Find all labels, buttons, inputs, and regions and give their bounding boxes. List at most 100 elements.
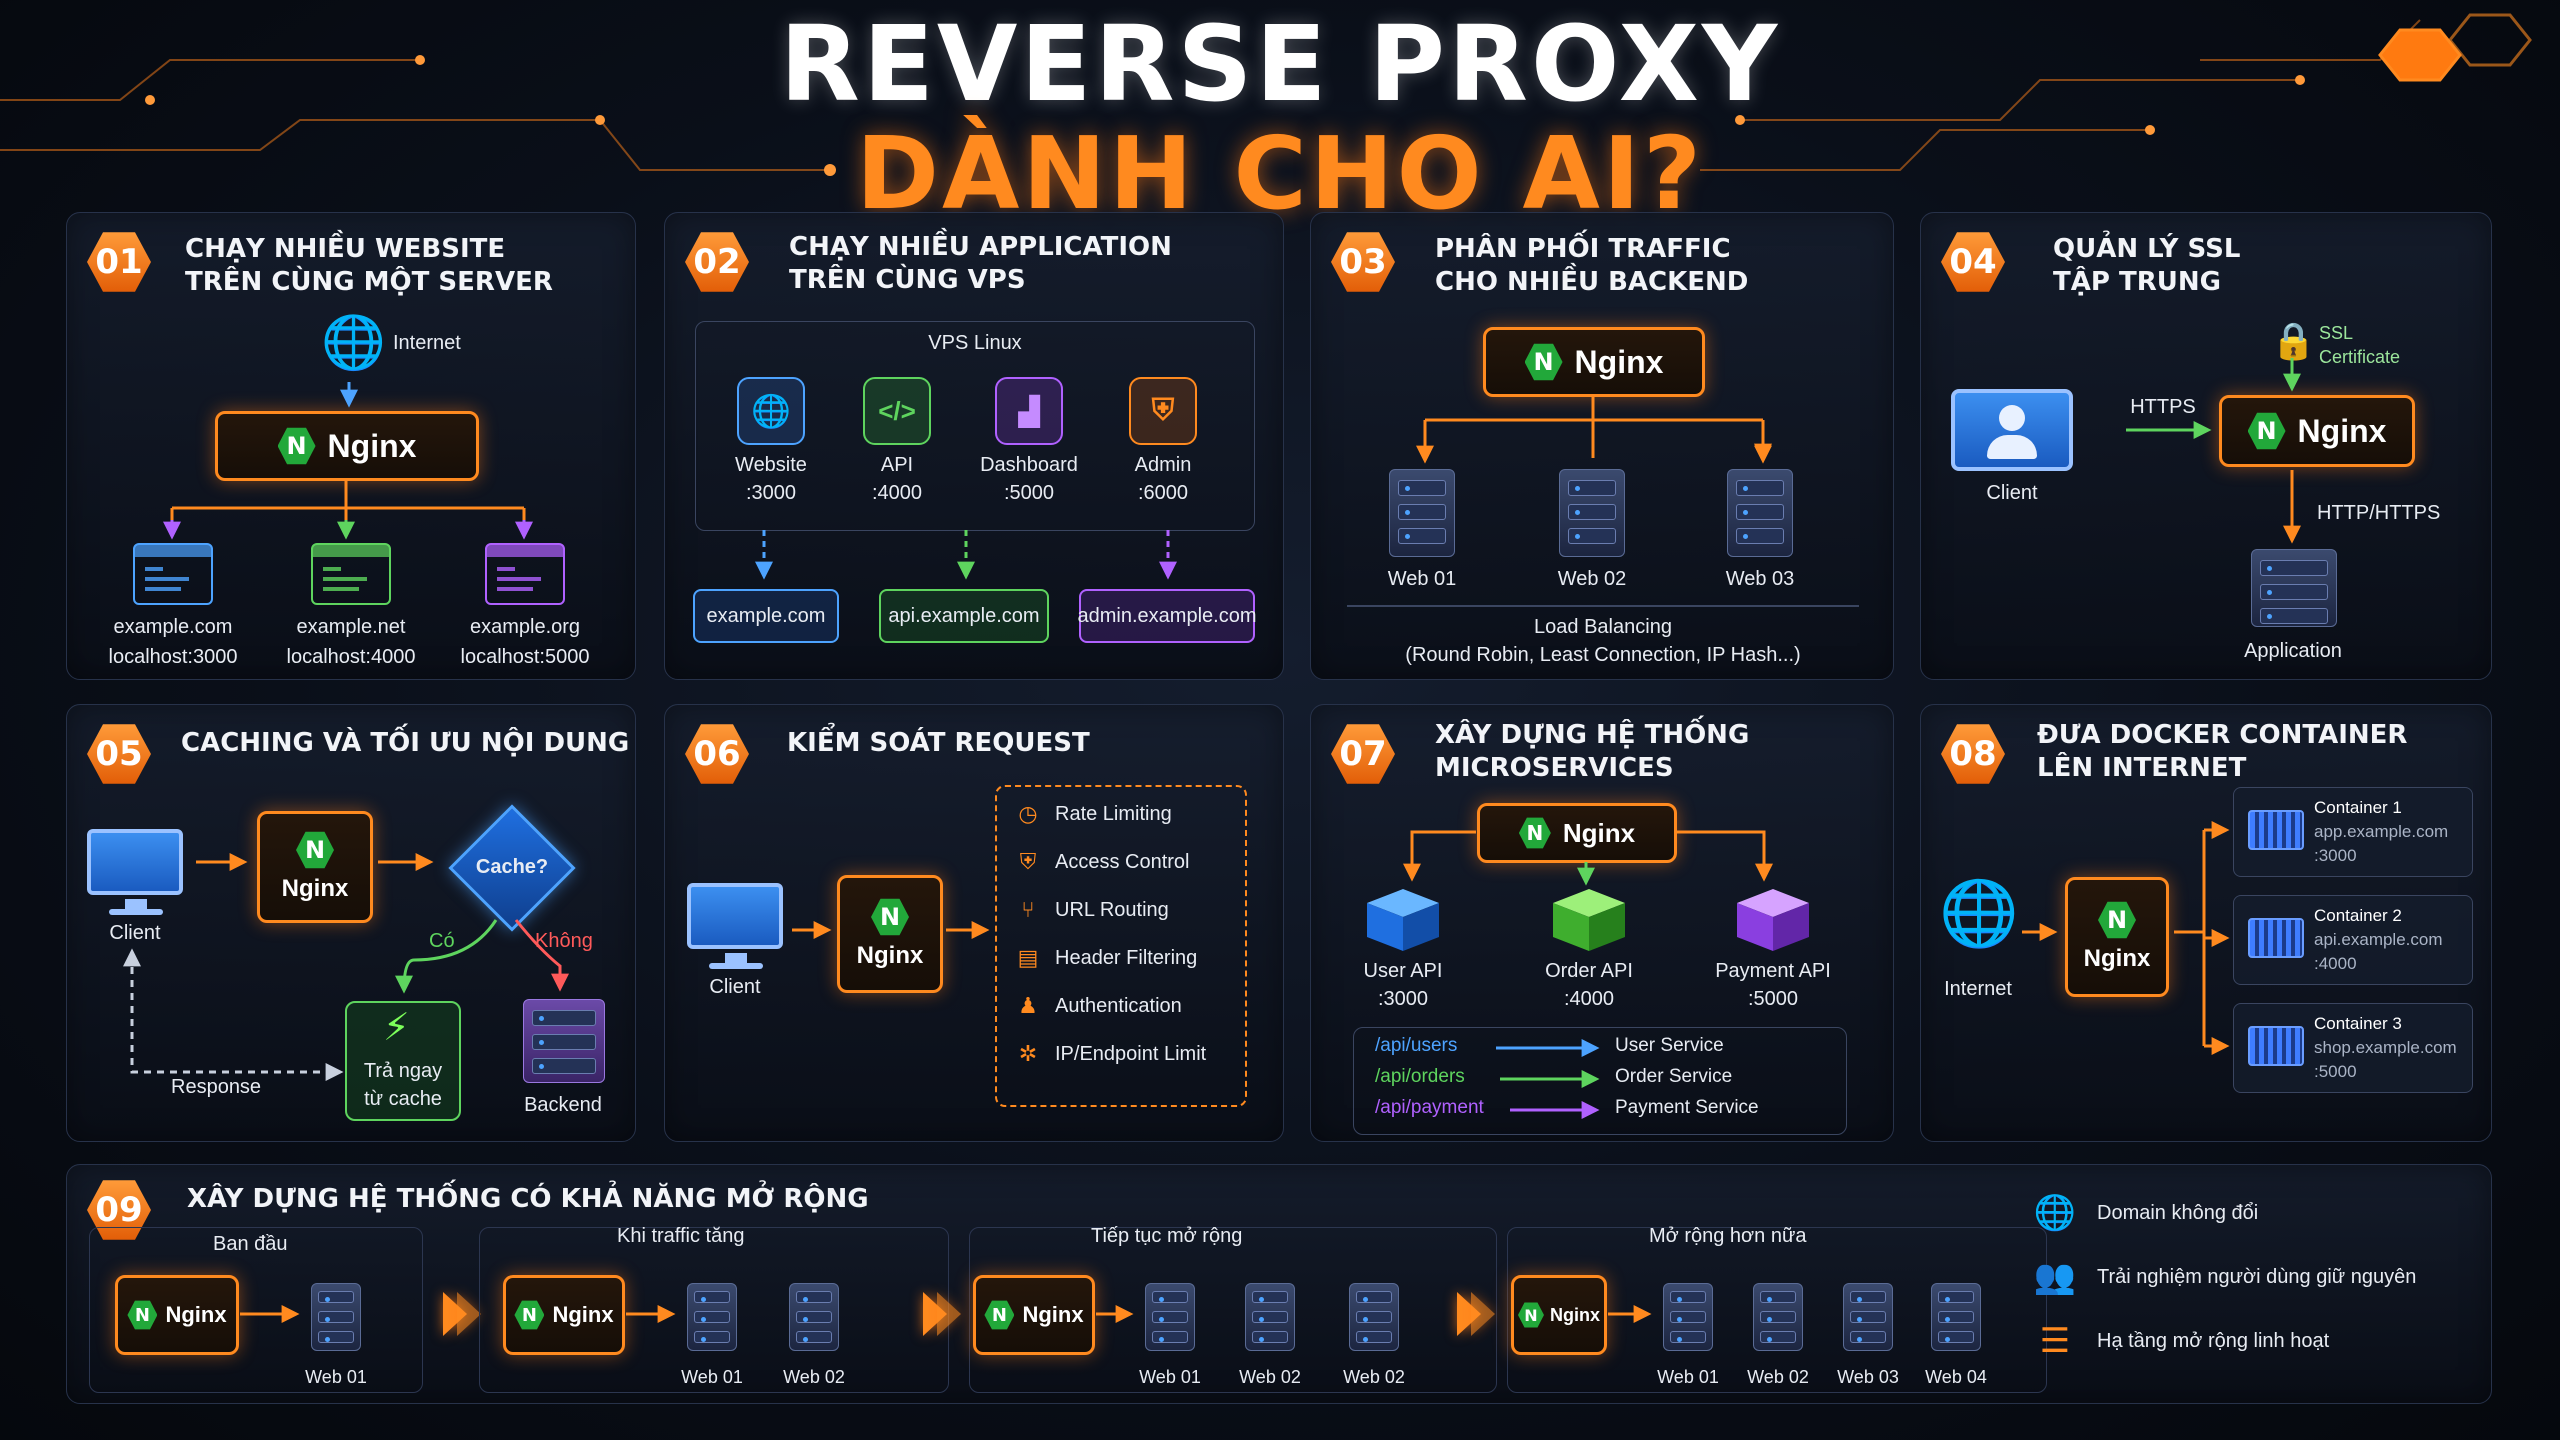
nginx-logo-icon: N <box>514 1300 545 1330</box>
panel-number: 06 <box>685 724 749 784</box>
panel-number: 02 <box>685 232 749 292</box>
server-icon <box>1843 1283 1893 1351</box>
nginx-label: Nginx <box>165 1302 227 1327</box>
client-label: Client <box>709 976 761 998</box>
application-label: Application <box>2244 640 2342 662</box>
admin-shield-icon: ⛨ <box>1129 377 1197 445</box>
client-monitor-icon <box>687 883 783 969</box>
nginx-logo-icon: N <box>984 1300 1015 1330</box>
https-label: HTTPS <box>2130 396 2196 418</box>
server-label: Web 01 <box>1387 568 1457 590</box>
app-port: :5000 <box>1003 482 1055 504</box>
vps-box <box>695 321 1255 531</box>
panel-08: 08 ĐƯA DOCKER CONTAINER LÊN INTERNET 🌐 I… <box>1920 704 2492 1142</box>
network-icon: ✲ <box>1018 1041 1038 1066</box>
nginx-logo-icon: N <box>871 898 909 936</box>
ssl-certificate-label: SSL Certificate <box>2319 323 2401 367</box>
app-name: Website <box>735 454 807 476</box>
server-icon <box>1245 1283 1295 1351</box>
container-icon <box>2248 1026 2304 1066</box>
title-line-2: DÀNH CHO AI? <box>855 115 1705 232</box>
server-label: Web 02 <box>1239 1367 1301 1387</box>
divider <box>1347 605 1859 607</box>
server-label: Web 03 <box>1837 1367 1899 1387</box>
cache-decision-label: Cache? <box>475 856 549 878</box>
container-icon <box>2248 918 2304 958</box>
lightning-icon: ⚡ <box>383 1007 410 1049</box>
nginx-label: Nginx <box>1562 817 1636 848</box>
panel-title: QUẢN LÝ SSL TẬP TRUNG <box>2053 234 2241 297</box>
routing-icon: ⑂ <box>1021 897 1035 922</box>
server-icon <box>1931 1283 1981 1351</box>
panel-number: 04 <box>1941 232 2005 292</box>
panel-number: 03 <box>1331 232 1395 292</box>
client-label: Client <box>1986 482 2038 504</box>
app-port: :4000 <box>871 482 923 504</box>
server-label: Web 04 <box>1925 1367 1987 1387</box>
stage-label: Tiếp tục mở rộng <box>1091 1225 1243 1247</box>
panel-09: 09 XÂY DỰNG HỆ THỐNG CÓ KHẢ NĂNG MỞ RỘNG… <box>66 1164 2492 1404</box>
user-api-cube-icon <box>1367 889 1439 951</box>
server-icon <box>1663 1283 1713 1351</box>
panel-number: 05 <box>87 724 151 784</box>
document-icon: ▤ <box>1017 945 1039 970</box>
app-name: Admin <box>1134 454 1192 476</box>
feature-item: ♟Authentication <box>1015 993 1182 1019</box>
site-domain: example.com <box>113 616 233 638</box>
server-icon <box>687 1283 737 1351</box>
client-monitor-icon <box>1951 389 2073 471</box>
backend-server-icon <box>523 999 605 1083</box>
container-domain: shop.example.com <box>2314 1038 2457 1057</box>
route-path: /api/users <box>1375 1035 1458 1056</box>
browser-window-icon <box>311 543 391 605</box>
client-label: Client <box>109 922 161 944</box>
nginx-label: Nginx <box>281 875 349 902</box>
panel-title: KIỂM SOÁT REQUEST <box>787 728 1090 758</box>
application-server-icon <box>2251 549 2337 627</box>
server-label: Web 02 <box>1557 568 1627 590</box>
panel-title: ĐƯA DOCKER CONTAINER LÊN INTERNET <box>2037 720 2408 783</box>
server-label: Web 02 <box>1747 1367 1809 1387</box>
cache-no-label: Không <box>535 930 593 952</box>
load-balancing-methods: (Round Robin, Least Connection, IP Hash.… <box>1405 644 1801 666</box>
server-icon <box>1753 1283 1803 1351</box>
app-name: API <box>880 454 914 476</box>
nginx-box: N Nginx <box>503 1275 625 1355</box>
route-path: /api/orders <box>1375 1066 1465 1087</box>
dashboard-chart-icon: ▟ <box>995 377 1063 445</box>
site-domain: example.org <box>469 616 581 638</box>
service-port: :3000 <box>1377 988 1429 1010</box>
server-icon <box>1145 1283 1195 1351</box>
panel-title: XÂY DỰNG HỆ THỐNG CÓ KHẢ NĂNG MỞ RỘNG <box>187 1184 869 1214</box>
feature-list-box <box>995 785 1247 1107</box>
cache-yes-label: Có <box>429 930 455 952</box>
panel-number: 01 <box>87 232 151 292</box>
app-name: Dashboard <box>980 454 1078 476</box>
panel-title: CHẠY NHIỀU WEBSITE TRÊN CÙNG MỘT SERVER <box>185 234 553 297</box>
nginx-label: Nginx <box>552 1302 614 1327</box>
server-icon <box>311 1283 361 1351</box>
stage-arrow-icon <box>1471 1292 1495 1336</box>
title-line-1: REVERSE PROXY <box>779 3 1781 125</box>
panel-title: XÂY DỰNG HỆ THỐNG MICROSERVICES <box>1435 720 1750 783</box>
internet-label: Internet <box>1944 978 2012 1000</box>
service-name: Payment API <box>1715 960 1831 982</box>
browser-window-icon <box>485 543 565 605</box>
nginx-label: Nginx <box>1549 1304 1600 1325</box>
container-name: Container 3 <box>2314 1014 2402 1033</box>
app-port: :3000 <box>745 482 797 504</box>
feature-item: ▤Header Filtering <box>1015 945 1198 971</box>
server-label: Web 01 <box>681 1367 743 1387</box>
user-icon <box>1999 405 2025 431</box>
benefit-item: 👥Trải nghiệm người dùng giữ nguyên <box>2033 1258 2417 1296</box>
server-label: Web 01 <box>1139 1367 1201 1387</box>
stage-label: Ban đầu <box>213 1233 288 1255</box>
domain-chip: api.example.com <box>879 589 1049 643</box>
